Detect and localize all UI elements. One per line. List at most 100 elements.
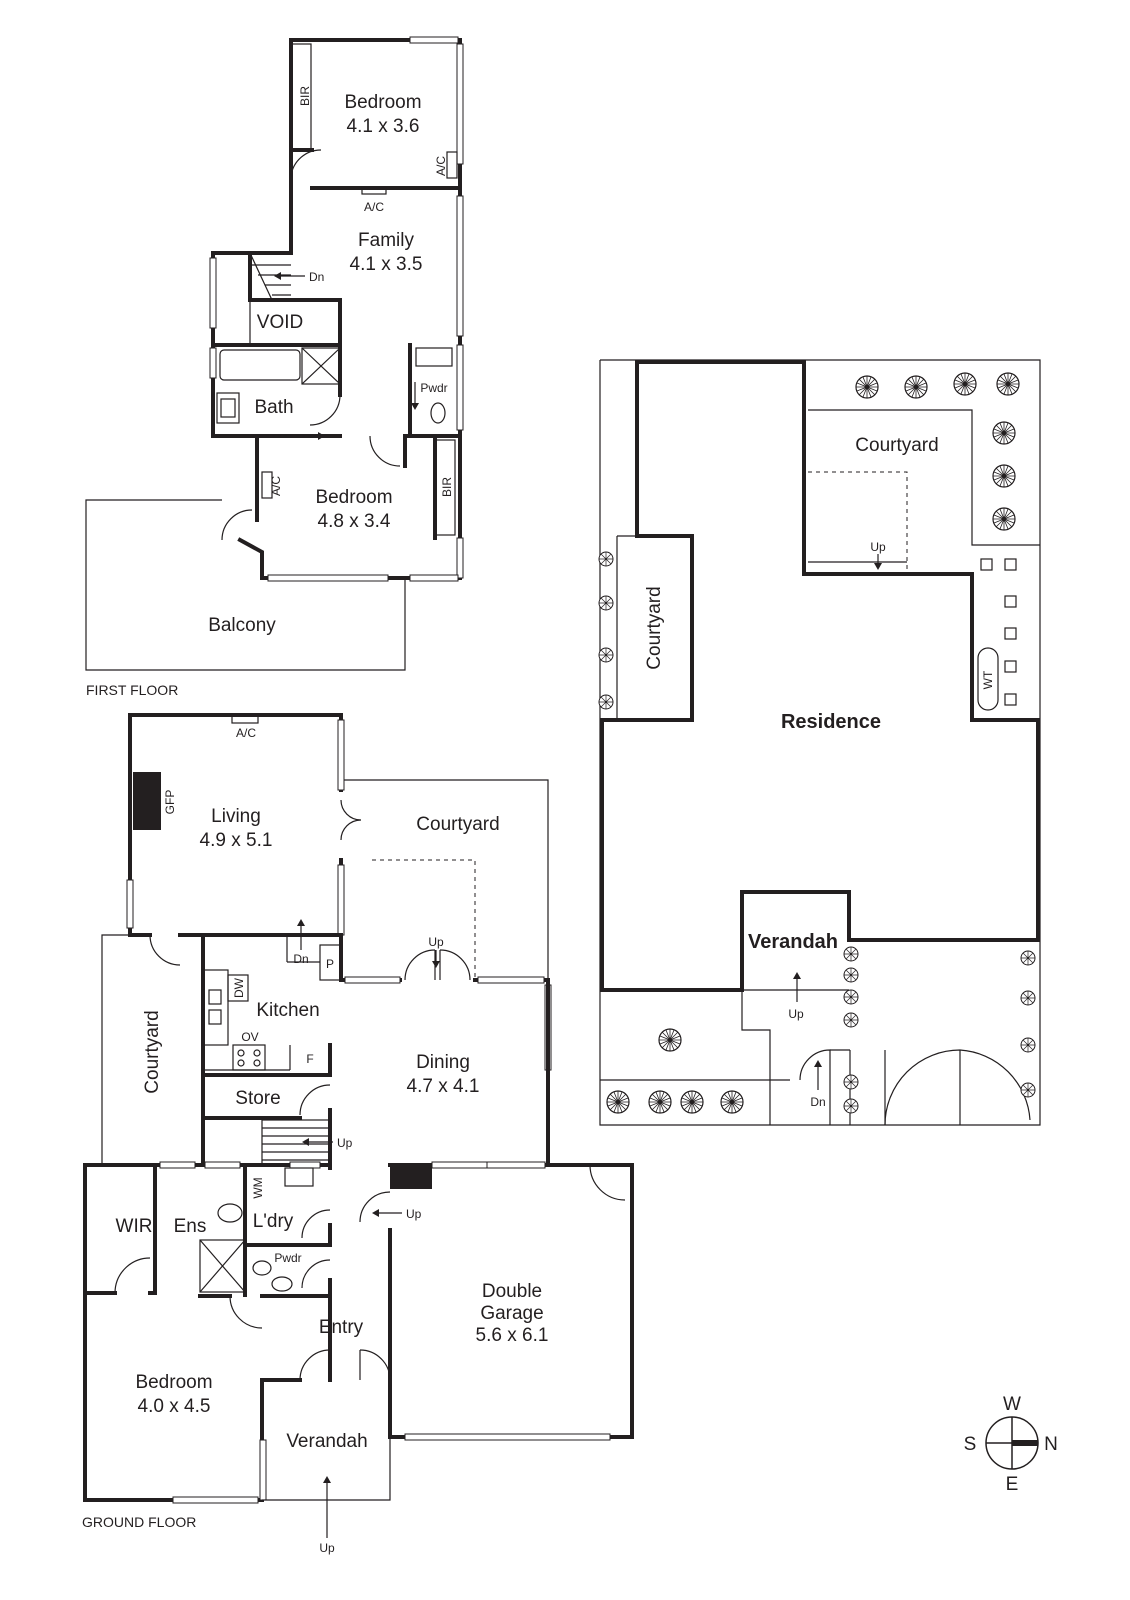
living-label: Living	[211, 806, 261, 827]
ac-label: A/C	[364, 200, 384, 214]
bedroom-bottom-label: Bedroom	[315, 487, 392, 508]
ground-floor	[83, 713, 634, 1504]
arrow-icon	[260, 432, 325, 440]
dining-size: 4.7 x 4.1	[407, 1076, 480, 1097]
up-label: Up	[428, 935, 444, 949]
dining-label: Dining	[416, 1052, 470, 1073]
residence-label: Residence	[781, 711, 881, 733]
compass-n: N	[1044, 1434, 1058, 1455]
garage-label-line2: Garage	[480, 1303, 543, 1324]
dn-label: Dn	[810, 1095, 825, 1109]
balcony-label: Balcony	[208, 615, 276, 636]
dn-label: Dn	[293, 952, 308, 966]
window	[431, 1161, 488, 1169]
bedroom-label: Bedroom	[135, 1372, 212, 1393]
site-verandah-label: Verandah	[748, 931, 838, 953]
site-plan	[598, 359, 1041, 1126]
window	[409, 36, 459, 44]
bir-bottom-label: BIR	[440, 477, 454, 497]
family-size: 4.1 x 3.5	[350, 254, 423, 275]
entry-label: Entry	[319, 1317, 364, 1338]
arrow-icon	[814, 1060, 822, 1090]
compass-icon	[985, 1416, 1039, 1470]
arrow-icon	[297, 919, 305, 950]
p-label: P	[326, 957, 334, 971]
void-label: VOID	[257, 312, 303, 333]
arrow-icon	[432, 950, 440, 968]
window	[172, 1496, 259, 1504]
f-label: F	[306, 1052, 313, 1066]
site-courtyard-left-label: Courtyard	[644, 586, 665, 669]
window	[289, 1161, 321, 1169]
window	[456, 344, 464, 431]
first-floor	[85, 36, 464, 671]
up-label: Up	[337, 1136, 353, 1150]
bir-top-label: BIR	[298, 86, 312, 106]
window	[337, 864, 345, 936]
compass-s: S	[964, 1434, 977, 1455]
arrow-icon	[372, 1209, 402, 1217]
courtyard-top-label: Courtyard	[416, 814, 499, 835]
window	[267, 574, 389, 582]
window	[159, 1161, 196, 1169]
wir-label: WIR	[116, 1216, 153, 1237]
laundry-label: L'dry	[253, 1211, 294, 1232]
window	[204, 1161, 241, 1169]
balcony-outline	[85, 499, 406, 671]
fireplace	[133, 772, 161, 830]
wm-label: WM	[251, 1177, 265, 1198]
first-floor-label: FIRST FLOOR	[86, 682, 178, 698]
window	[486, 1161, 546, 1169]
window	[404, 1433, 611, 1441]
arrow-icon	[793, 972, 801, 1002]
window	[337, 719, 345, 791]
bath-label: Bath	[254, 397, 293, 418]
window	[209, 257, 217, 329]
pwdr-label: Pwdr	[420, 381, 447, 395]
dw-label: DW	[232, 977, 246, 998]
bedroom-size: 4.0 x 4.5	[138, 1396, 211, 1417]
ac-label: A/C	[269, 476, 283, 496]
wt-label: WT	[981, 670, 995, 689]
bedroom-top-label: Bedroom	[344, 92, 421, 113]
compass-w: W	[1003, 1394, 1021, 1415]
stairs	[249, 252, 291, 301]
kitchen-label: Kitchen	[256, 1000, 319, 1021]
store-label: Store	[235, 1088, 280, 1109]
compass-e: E	[1006, 1474, 1019, 1495]
up-label: Up	[870, 540, 886, 554]
window	[209, 347, 217, 379]
arrow-icon	[874, 554, 882, 570]
window	[409, 574, 459, 582]
ov-label: OV	[241, 1030, 258, 1044]
window	[456, 195, 464, 337]
up-label: Up	[406, 1207, 422, 1221]
window	[126, 879, 134, 929]
pillar	[390, 1163, 432, 1189]
garage-size: 5.6 x 6.1	[476, 1325, 549, 1346]
window	[477, 976, 545, 984]
courtyard-side-label: Courtyard	[142, 1010, 163, 1093]
bedroom-top-size: 4.1 x 3.6	[347, 116, 420, 137]
verandah-label: Verandah	[286, 1431, 367, 1452]
ac-label: A/C	[236, 726, 256, 740]
arrow-icon	[411, 382, 419, 410]
dn-label: Dn	[309, 270, 324, 284]
window	[456, 43, 464, 165]
gfp-label: GFP	[163, 790, 177, 815]
water-tank	[977, 647, 999, 711]
arrow-icon	[302, 1138, 333, 1146]
window	[259, 1439, 267, 1501]
arrow-icon	[274, 272, 305, 280]
garage-label-line1: Double	[482, 1281, 542, 1302]
pwdr-label: Pwdr	[274, 1251, 301, 1265]
up-label: Up	[319, 1541, 335, 1555]
bedroom-bottom-size: 4.8 x 3.4	[318, 511, 391, 532]
up-label: Up	[788, 1007, 804, 1021]
ground-floor-label: GROUND FLOOR	[82, 1514, 196, 1530]
arrow-icon	[323, 1476, 331, 1538]
site-courtyard-top-label: Courtyard	[855, 435, 938, 456]
ac-label: A/C	[434, 156, 448, 176]
window	[456, 537, 464, 579]
